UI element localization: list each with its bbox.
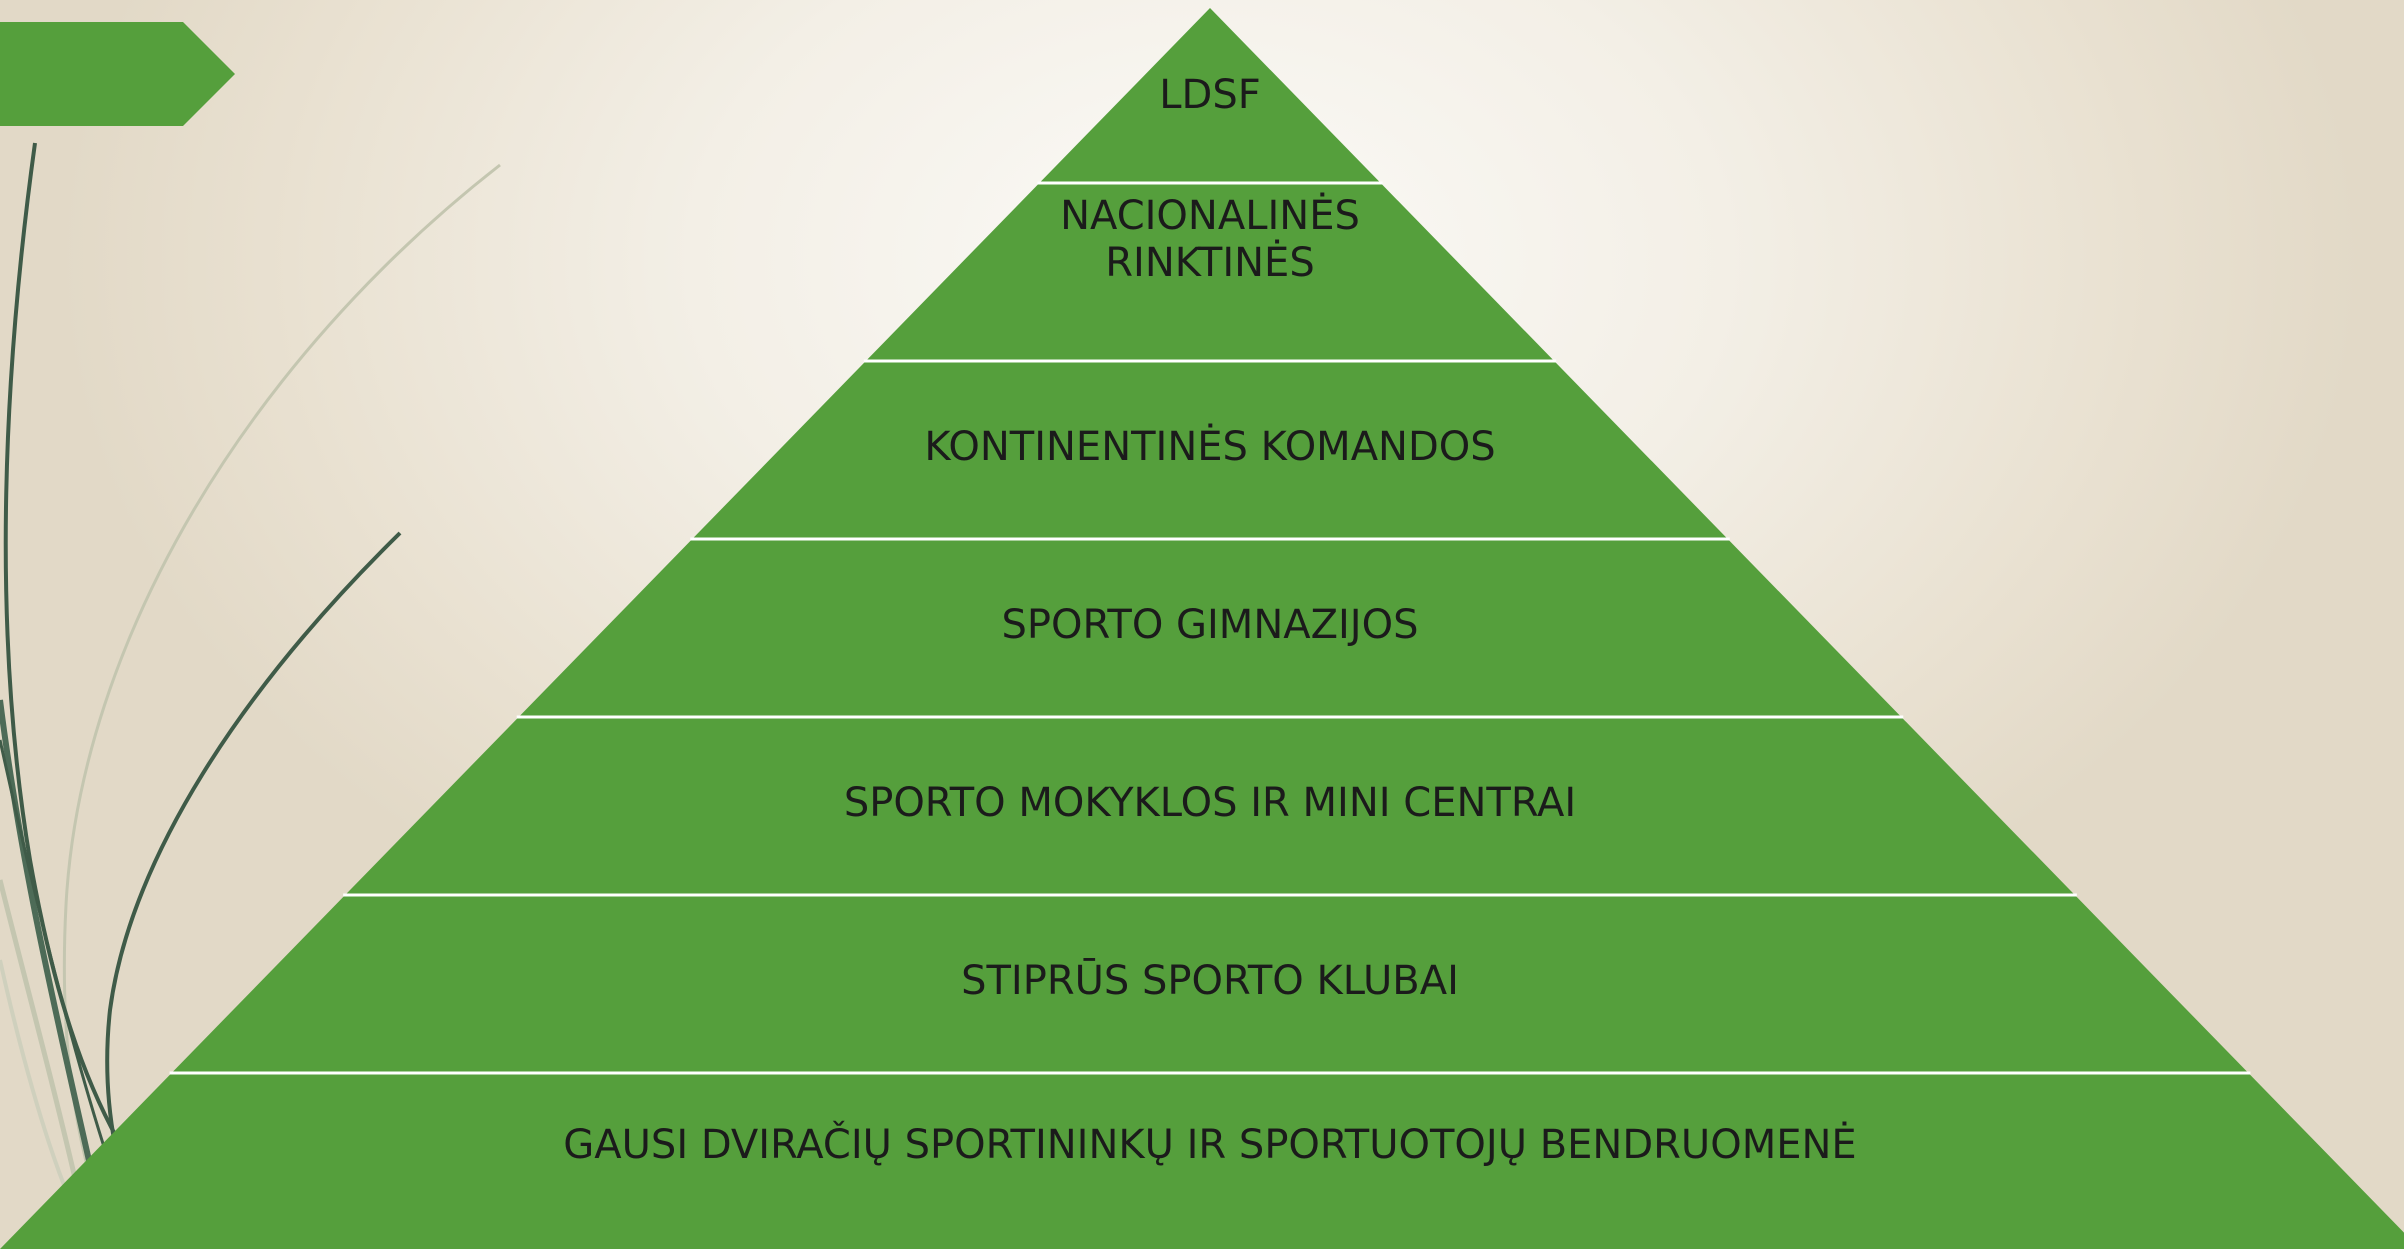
grass-stroke-light-3 bbox=[0, 959, 72, 1201]
pyramid-level-sporto-mokyklos bbox=[345, 717, 2075, 895]
arrow-tab-shape bbox=[0, 22, 235, 126]
pyramid-level-nacionalines-rinktines bbox=[865, 183, 1555, 361]
grass-stroke-dark-1 bbox=[3, 142, 120, 1141]
pyramid-level-kontinentines-komandos bbox=[692, 361, 1728, 539]
pyramid-level-label-sporto-gimnazijos: SPORTO GIMNAZIJOS bbox=[1001, 601, 1419, 648]
pyramid-level-stiprus-klubai bbox=[171, 895, 2249, 1073]
pyramid-level-gausi-bendruomene bbox=[0, 1073, 2404, 1249]
pyramid-level-ldsf bbox=[1039, 8, 1381, 183]
grass-stroke-light-2 bbox=[0, 879, 83, 1201]
grass-stroke-dark-2 bbox=[105, 531, 402, 1151]
pyramid-level-label-sporto-mokyklos: SPORTO MOKYKLOS IR MINI CENTRAI bbox=[843, 779, 1577, 826]
pyramid-level-label-kontinentines-komandos: KONTINENTINĖS KOMANDOS bbox=[924, 423, 1496, 470]
pyramid-level-label-gausi-bendruomene: GAUSI DVIRAČIŲ SPORTININKŲ IR SPORTUOTOJ… bbox=[563, 1122, 1857, 1168]
grass-stroke-dark-3 bbox=[0, 699, 93, 1166]
pyramid-level-label-stiprus-klubai: STIPRŪS SPORTO KLUBAI bbox=[961, 957, 1459, 1004]
pyramid-level-label-nacionalines-rinktines: NACIONALINĖS RINKTINĖS bbox=[1060, 193, 1360, 286]
grass-stroke-dark-4 bbox=[0, 739, 107, 1151]
pyramid-level-label-ldsf: LDSF bbox=[1159, 71, 1261, 118]
pyramid-level-sporto-gimnazijos bbox=[518, 539, 1902, 717]
